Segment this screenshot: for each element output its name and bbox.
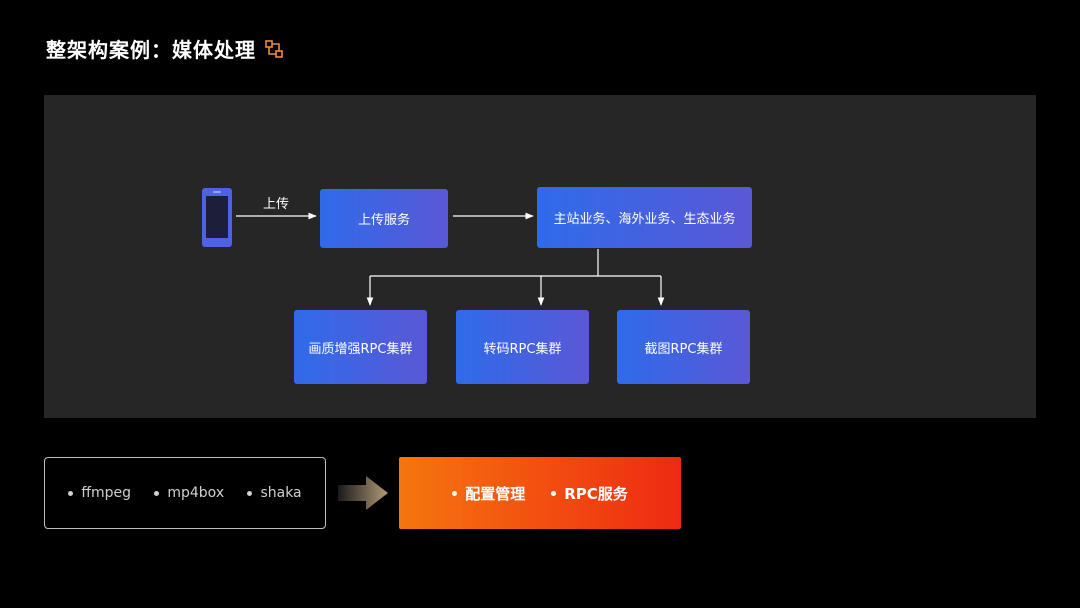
bullet-dot-icon — [154, 490, 160, 496]
page-title: 整架构案例：媒体处理 — [46, 34, 284, 63]
cluster-node-enhance: 画质增强RPC集群 — [294, 310, 427, 384]
business-label: 主站业务、海外业务、生态业务 — [553, 212, 736, 227]
bullet-dot-icon — [551, 490, 557, 496]
cluster-label: 截图RPC集群 — [644, 341, 723, 357]
service-item: 配置管理 — [452, 483, 525, 504]
gradient-arrow-icon — [338, 476, 388, 510]
upload-label: 上传 — [263, 197, 290, 212]
service-item: RPC服务 — [551, 483, 628, 504]
tool-label: mp4box — [167, 485, 225, 501]
cluster-node-screenshot: 截图RPC集群 — [617, 310, 750, 384]
tool-item: ffmpeg — [68, 485, 131, 501]
tool-label: ffmpeg — [81, 485, 132, 501]
bullet-dot-icon — [247, 490, 253, 496]
upload-service-node: 上传服务 — [320, 189, 448, 248]
tool-item: shaka — [247, 485, 302, 501]
cluster-node-transcode: 转码RPC集群 — [456, 310, 589, 384]
cluster-label: 转码RPC集群 — [483, 341, 562, 357]
service-label: RPC服务 — [564, 484, 628, 503]
tools-box: ffmpeg mp4box shaka — [44, 457, 326, 529]
nodes-icon — [265, 39, 283, 58]
services-box: 配置管理 RPC服务 — [399, 457, 681, 529]
service-label: 配置管理 — [465, 484, 526, 503]
bullet-dot-icon — [68, 490, 74, 496]
cluster-label: 画质增强RPC集群 — [308, 341, 413, 357]
tool-item: mp4box — [154, 485, 224, 501]
page-title-text: 整架构案例：媒体处理 — [46, 38, 256, 62]
upload-service-label: 上传服务 — [357, 213, 410, 228]
tool-label: shaka — [260, 485, 302, 501]
bullet-dot-icon — [452, 490, 458, 496]
business-node: 主站业务、海外业务、生态业务 — [537, 187, 752, 248]
